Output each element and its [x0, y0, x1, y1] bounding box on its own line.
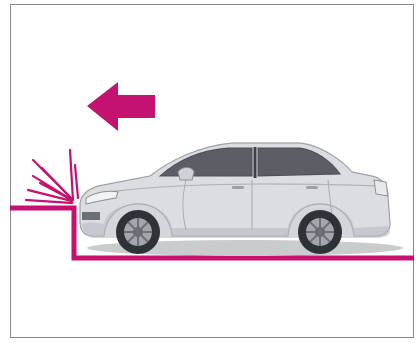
front-wheel: [116, 210, 160, 254]
direction-arrow-left-icon: [87, 82, 155, 131]
rear-wheel: [298, 210, 342, 254]
car-sedan-illustration: [80, 143, 403, 256]
impact-burst-icon: [26, 150, 78, 203]
